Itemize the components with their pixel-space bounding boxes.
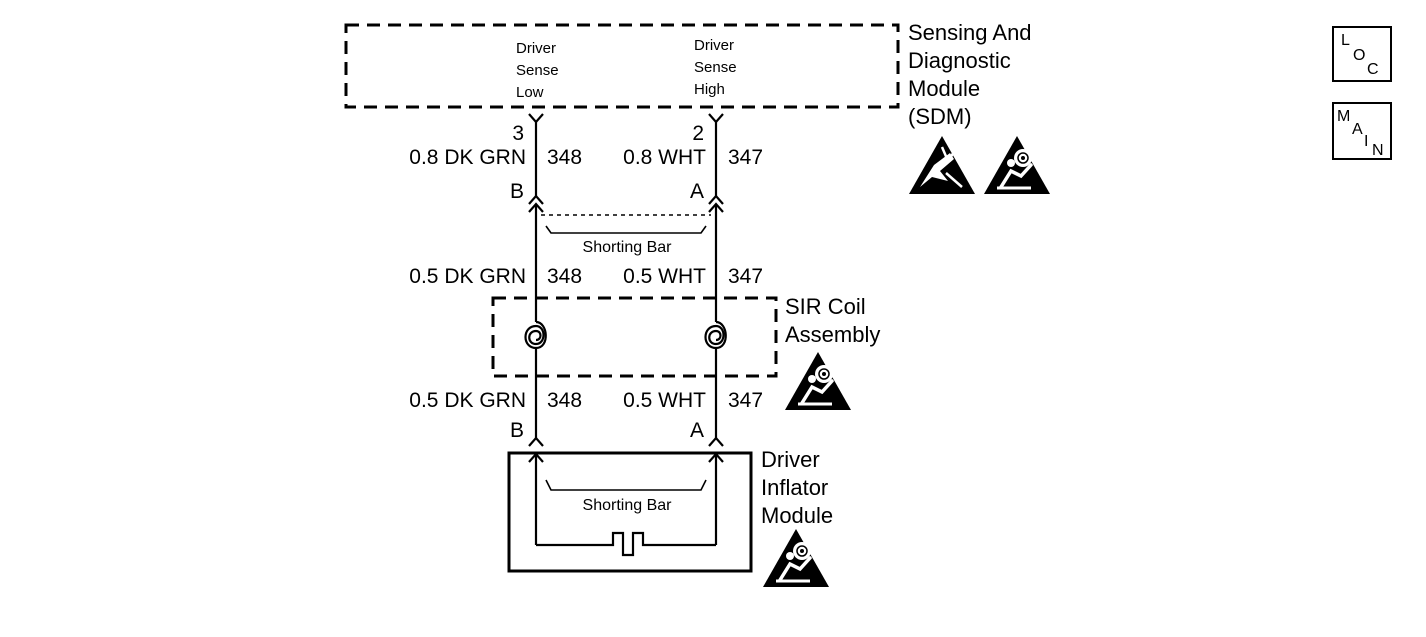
wire-347 <box>708 113 724 545</box>
connector-terminal-b-upper: B <box>510 180 524 203</box>
inflator-module-box <box>507 451 753 573</box>
sdm-pin-2-number: 2 <box>692 122 704 145</box>
wire-348-color-lower: 0.5 DK GRN <box>409 389 526 412</box>
main-button-letter: M <box>1337 108 1350 125</box>
sdm-pin-low-label: Driver Sense Low <box>516 40 563 101</box>
sdm-pin-high-label: Driver Sense High <box>694 37 741 98</box>
loc-button-letter: L <box>1341 32 1350 49</box>
sdm-module-box <box>344 23 900 109</box>
connector-terminal-b-lower: B <box>510 419 524 442</box>
sir-coil-box <box>491 296 778 378</box>
wire-347-color-mid: 0.5 WHT <box>623 265 706 288</box>
coil-spiral-left-icon <box>524 320 547 350</box>
wire-347-circuit-upper: 347 <box>728 146 763 169</box>
main-button[interactable]: M A I N <box>1332 102 1392 160</box>
wire-348-circuit-mid: 348 <box>547 265 582 288</box>
airbag-warning-icon <box>982 134 1052 196</box>
loc-button[interactable]: L O C <box>1332 26 1392 82</box>
wire-348-circuit-upper: 348 <box>547 146 582 169</box>
sdm-name-label: Sensing And Diagnostic Module (SDM) <box>908 20 1038 129</box>
wire-348 <box>528 113 544 545</box>
lower-shorting-bar-label: Shorting Bar <box>583 497 673 514</box>
loc-button-letter: O <box>1353 47 1365 64</box>
connector-terminal-a-upper: A <box>690 180 704 203</box>
inflator-squib-element <box>536 531 716 557</box>
coil-spiral-right-icon <box>704 320 727 350</box>
wire-347-color-upper: 0.8 WHT <box>623 146 706 169</box>
loc-button-letter: C <box>1367 61 1379 78</box>
wire-347-circuit-mid: 347 <box>728 265 763 288</box>
sir-coil-name-label: SIR Coil Assembly <box>785 294 880 347</box>
lower-shorting-bar-bracket <box>545 479 707 491</box>
wire-348-circuit-lower: 348 <box>547 389 582 412</box>
esd-warning-icon <box>907 134 977 196</box>
wire-347-circuit-lower: 347 <box>728 389 763 412</box>
wire-348-color-mid: 0.5 DK GRN <box>409 265 526 288</box>
main-button-letter: A <box>1352 121 1363 138</box>
main-button-letter: I <box>1364 133 1368 150</box>
upper-shorting-bar-bracket <box>545 225 707 234</box>
wire-348-color-upper: 0.8 DK GRN <box>409 146 526 169</box>
sdm-pin-3-number: 3 <box>512 122 524 145</box>
airbag-warning-icon <box>783 350 853 412</box>
upper-shorting-bar-label: Shorting Bar <box>583 239 673 256</box>
connector-terminal-a-lower: A <box>690 419 704 442</box>
airbag-warning-icon <box>761 527 831 589</box>
main-button-letter: N <box>1372 142 1384 159</box>
inflator-name-label: Driver Inflator Module <box>761 447 834 528</box>
wire-347-color-lower: 0.5 WHT <box>623 389 706 412</box>
